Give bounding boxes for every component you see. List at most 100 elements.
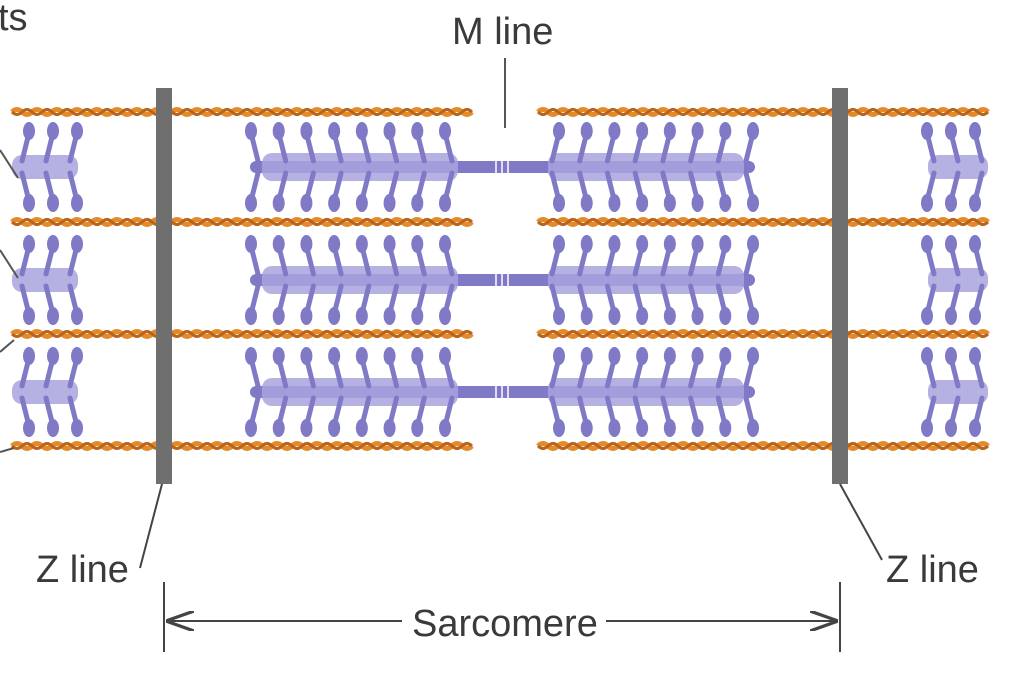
myosin-head bbox=[747, 307, 759, 325]
myosin-neck bbox=[604, 134, 616, 164]
actin-filament bbox=[536, 441, 990, 451]
myosin-neck bbox=[660, 359, 672, 389]
myosin-neck bbox=[304, 283, 316, 313]
myosin-neck bbox=[67, 247, 79, 277]
myosin-head bbox=[663, 122, 676, 140]
myosin-head bbox=[71, 347, 83, 365]
myosin-head bbox=[23, 347, 35, 365]
z-line-right-leader bbox=[839, 483, 883, 561]
myosin-head bbox=[47, 235, 59, 253]
myosin-neck bbox=[43, 283, 55, 313]
myosin-tail-bundle bbox=[12, 380, 78, 404]
myosin-neck bbox=[67, 170, 79, 200]
myosin-head bbox=[411, 347, 424, 365]
myosin-neck bbox=[415, 170, 427, 200]
myosin-neck bbox=[67, 134, 79, 164]
myosin-head bbox=[608, 419, 621, 437]
myosin-head bbox=[245, 194, 257, 212]
myosin-head bbox=[608, 194, 621, 212]
sarcomere-label: Sarcomere bbox=[412, 603, 598, 645]
myosin-head bbox=[553, 194, 565, 212]
myosin-head bbox=[663, 235, 676, 253]
myosin-filament bbox=[245, 235, 759, 325]
myosin-neck bbox=[604, 247, 616, 277]
myosin-neck bbox=[443, 359, 455, 389]
myosin-neck bbox=[925, 359, 937, 389]
myosin-neck bbox=[388, 247, 400, 277]
myosin-neck bbox=[67, 395, 79, 425]
myosin-neck bbox=[277, 134, 289, 164]
myosin-neck bbox=[688, 247, 700, 277]
myosin-neck bbox=[443, 247, 455, 277]
myosin-neck bbox=[249, 247, 261, 277]
myosin-head bbox=[272, 122, 285, 140]
myosin-neck bbox=[415, 359, 427, 389]
myosin-neck bbox=[715, 283, 727, 313]
left-leader-lines bbox=[0, 149, 19, 453]
myosin-head bbox=[747, 122, 759, 140]
myosin-head bbox=[23, 194, 35, 212]
myosin-head bbox=[355, 194, 368, 212]
myosin-head bbox=[663, 194, 676, 212]
myosin-head bbox=[411, 235, 424, 253]
myosin-neck bbox=[43, 359, 55, 389]
myosin-neck bbox=[577, 170, 589, 200]
myosin-neck bbox=[332, 283, 344, 313]
myosin-head bbox=[71, 235, 83, 253]
thin-filament-layer bbox=[10, 107, 990, 451]
myosin-tail-bundle bbox=[928, 155, 988, 179]
myosin-neck bbox=[19, 395, 31, 425]
myosin-head bbox=[47, 122, 59, 140]
myosin-neck bbox=[715, 134, 727, 164]
myosin-head bbox=[47, 347, 59, 365]
cropped-label-top-left: ts bbox=[0, 0, 28, 39]
myosin-head bbox=[47, 194, 59, 212]
myosin-head bbox=[71, 122, 83, 140]
myosin-neck bbox=[388, 283, 400, 313]
myosin-head bbox=[580, 122, 593, 140]
myosin-head bbox=[608, 122, 621, 140]
actin-filament bbox=[10, 441, 474, 451]
myosin-neck bbox=[973, 247, 985, 277]
actin-filament bbox=[536, 217, 990, 227]
z-disc-right bbox=[832, 88, 848, 484]
myosin-neck bbox=[249, 134, 261, 164]
myosin-neck bbox=[277, 359, 289, 389]
myosin-head bbox=[691, 194, 704, 212]
myosin-neck bbox=[925, 247, 937, 277]
myosin-head bbox=[71, 419, 83, 437]
myosin-head bbox=[439, 194, 451, 212]
myosin-neck bbox=[360, 359, 372, 389]
myosin-neck bbox=[43, 395, 55, 425]
actin-strand bbox=[10, 218, 474, 226]
myosin-neck bbox=[549, 359, 561, 389]
myosin-head bbox=[553, 122, 565, 140]
myosin-head bbox=[719, 419, 732, 437]
myosin-head bbox=[691, 419, 704, 437]
myosin-head bbox=[245, 419, 257, 437]
myosin-head bbox=[272, 347, 285, 365]
myosin-neck bbox=[332, 395, 344, 425]
myosin-neck bbox=[973, 134, 985, 164]
myosin-neck bbox=[304, 247, 316, 277]
myosin-neck bbox=[67, 283, 79, 313]
myosin-filament bbox=[245, 122, 759, 212]
myosin-head bbox=[355, 122, 368, 140]
actin-filament bbox=[10, 329, 474, 339]
myosin-neck bbox=[604, 170, 616, 200]
myosin-neck bbox=[660, 247, 672, 277]
myosin-neck bbox=[249, 170, 261, 200]
myosin-neck bbox=[19, 170, 31, 200]
myosin-neck bbox=[577, 283, 589, 313]
actin-strand bbox=[10, 442, 474, 450]
myosin-head bbox=[719, 347, 732, 365]
myosin-head bbox=[969, 194, 981, 212]
myosin-neck bbox=[388, 170, 400, 200]
actin-filament bbox=[536, 329, 990, 339]
myosin-neck bbox=[632, 170, 644, 200]
myosin-neck bbox=[443, 283, 455, 313]
myosin-head bbox=[636, 347, 649, 365]
myosin-head bbox=[945, 194, 957, 212]
myosin-tail-bundle bbox=[548, 378, 744, 406]
